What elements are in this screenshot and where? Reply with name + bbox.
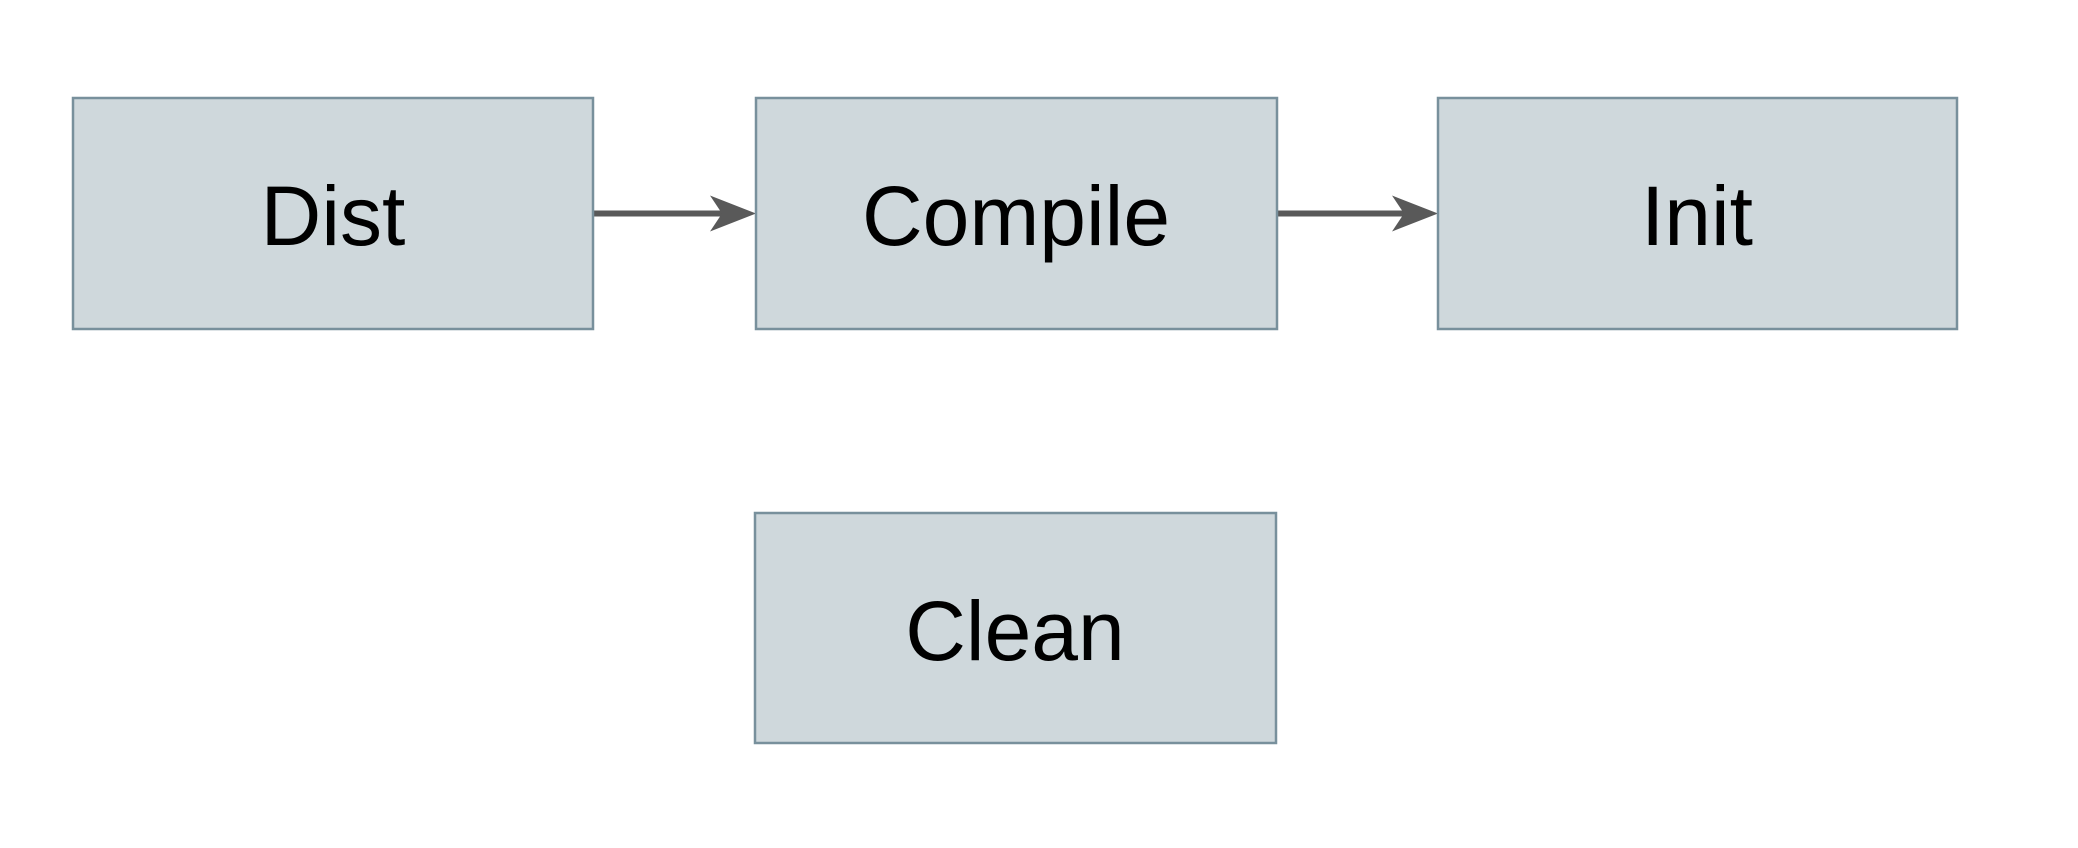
node-clean-label: Clean bbox=[905, 584, 1124, 678]
node-init: Init bbox=[1436, 96, 1959, 331]
node-dist: Dist bbox=[71, 96, 595, 331]
node-init-label: Init bbox=[1641, 169, 1753, 263]
node-init-shape bbox=[1436, 96, 1959, 331]
edge-dist-compile bbox=[593, 195, 756, 232]
node-compile-label: Compile bbox=[862, 169, 1170, 263]
arrow-compile-init-head-icon bbox=[1392, 195, 1438, 232]
node-dist-label: Dist bbox=[261, 169, 406, 263]
node-compile-shape bbox=[754, 96, 1279, 331]
node-dist-shape bbox=[71, 96, 595, 331]
node-clean: Clean bbox=[753, 511, 1278, 745]
node-compile: Compile bbox=[754, 96, 1279, 331]
edge-compile-init bbox=[1277, 195, 1438, 232]
node-clean-shape bbox=[753, 511, 1278, 745]
arrow-dist-compile-head-icon bbox=[710, 195, 756, 232]
